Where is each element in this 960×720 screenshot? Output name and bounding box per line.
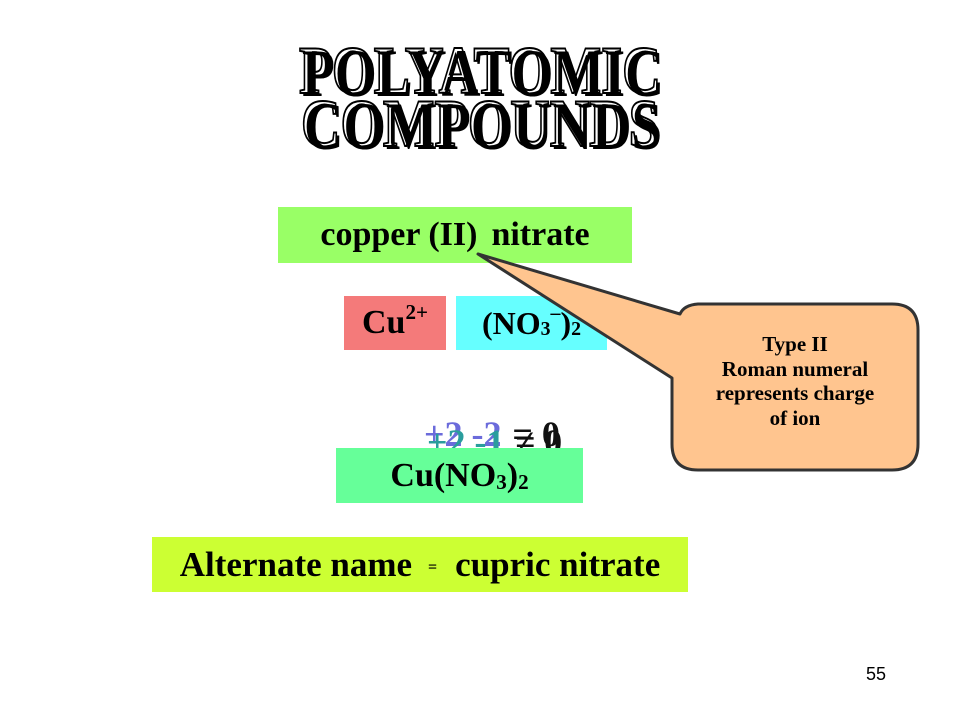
alternate-name-value: cupric nitrate — [455, 544, 661, 584]
title-line1-shadow: POLYATOMIC — [302, 35, 664, 111]
title-line2-shadow: COMPOUNDS — [304, 88, 662, 164]
anion-count: 2 — [571, 318, 582, 341]
compound-name-part1: copper (II) — [320, 216, 478, 253]
formula-count: 2 — [518, 470, 529, 495]
formula-subscript: 3 — [496, 470, 507, 495]
cation-charge: 2+ — [405, 299, 429, 324]
compound-name-box: copper (II) nitrate — [278, 207, 632, 263]
alternate-name-box: Alternate name = cupric nitrate — [152, 537, 688, 592]
formula-base: Cu(NO — [390, 456, 497, 494]
anion-charge: – — [550, 301, 561, 324]
anion-subscript: 3 — [540, 318, 551, 341]
anion-open: (NO — [481, 304, 541, 341]
callout-line: of ion — [769, 405, 821, 430]
callout-line: represents charge — [715, 381, 875, 405]
title-line2: COMPOUNDS — [301, 85, 659, 161]
compound-name-part2: nitrate — [491, 216, 590, 253]
callout-line: Type II — [762, 332, 828, 356]
callout-line: Roman numeral — [721, 356, 869, 381]
formula-close: ) — [506, 456, 519, 494]
slide-title: POLYATOMIC COMPOUNDS POLYATOMIC COMPOUND… — [298, 31, 664, 164]
alternate-name-label: Alternate name — [179, 544, 413, 584]
alternate-name-separator: = — [428, 558, 438, 576]
title-line1: POLYATOMIC — [299, 32, 661, 108]
anion-close: ) — [560, 304, 572, 341]
callout-text: Type II Roman numeral represents charge … — [672, 332, 918, 430]
page-number: 55 — [866, 664, 887, 684]
cation-symbol: Cu — [361, 304, 406, 341]
